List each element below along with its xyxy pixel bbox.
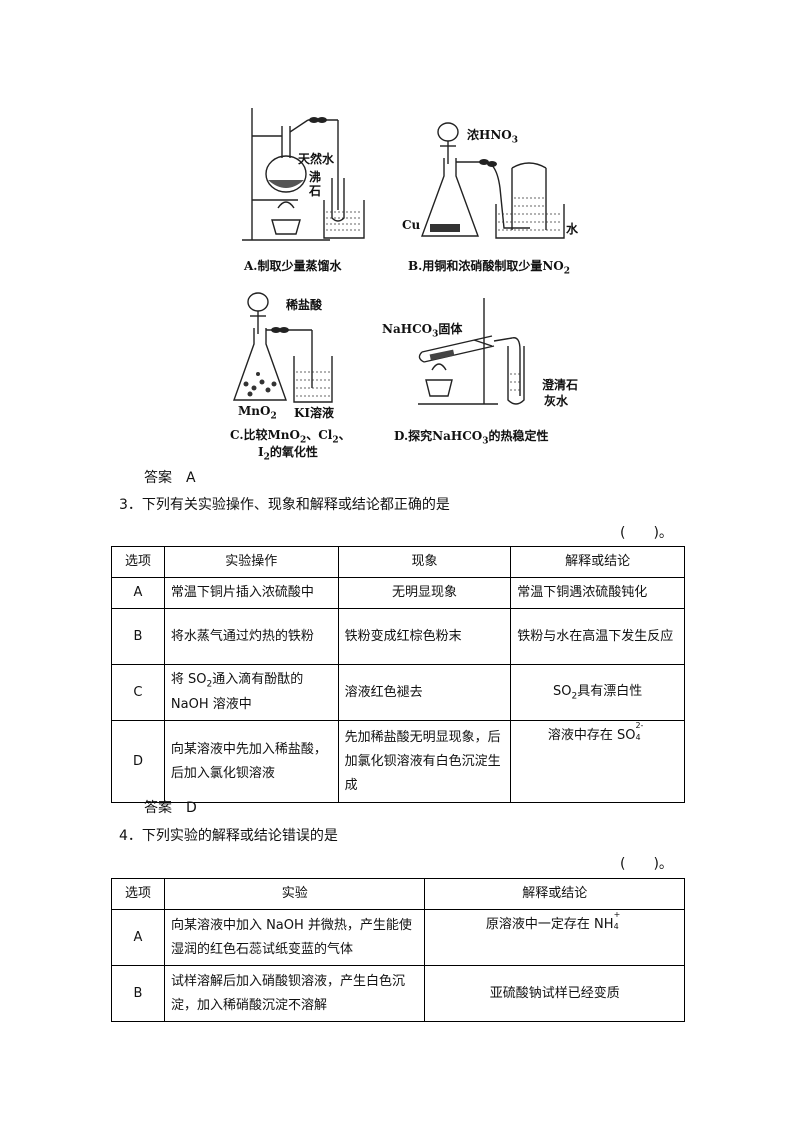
figure-c-label-mno2: MnO2 (238, 404, 277, 422)
figure-b-apparatus (420, 122, 565, 239)
figure-d-apparatus (418, 298, 525, 405)
conclusion-cell: 铁粉与水在高温下发生反应 (510, 608, 685, 666)
figure-b-label-cu: Cu (402, 218, 421, 232)
header-phenomenon: 现象 (337, 545, 512, 579)
option-cell: B (111, 608, 165, 666)
figure-c-caption-line1: C.比较MnO2、Cl2、 (230, 428, 351, 446)
experiment-cell: 向某溶液中加入 NaOH 并微热，产生能使湿润的红色石蕊试纸变蓝的气体 (163, 909, 426, 967)
table-header-row: 选项 实验操作 现象 解释或结论 (111, 545, 685, 579)
operation-cell: 将 SO2通入滴有酚酞的NaOH 溶液中 (163, 664, 339, 722)
figure-b-label-hno3: 浓HNO3 (467, 128, 519, 146)
figure-d-caption: D.探究NaHCO3的热稳定性 (394, 429, 549, 447)
figure-a-caption: A.制取少量蒸馏水 (244, 259, 342, 273)
figure-a-label-boil1: 沸 (309, 170, 322, 184)
answer-q2: 答案 A (144, 470, 196, 486)
question-4-table: 选项 实验 解释或结论 A 向某溶液中加入 NaOH 并微热，产生能使湿润的红色… (111, 877, 685, 1023)
figure-d-label-limewater2: 灰水 (544, 394, 569, 408)
figure-b-label-water: 水 (566, 222, 579, 236)
table-header-row: 选项 实验 解释或结论 (111, 877, 685, 911)
option-cell: D (111, 720, 165, 804)
option-cell: A (111, 909, 165, 967)
phenomenon-cell: 铁粉变成红棕色粉末 (337, 608, 512, 666)
option-cell: A (111, 577, 165, 610)
conclusion-cell: 原溶液中一定存在 NH+4 (424, 909, 685, 967)
question-4-text: 4．下列实验的解释或结论错误的是 (119, 828, 338, 844)
figure-c-label-ki: KI溶液 (294, 406, 335, 420)
option-cell: C (111, 664, 165, 722)
header-conclusion: 解释或结论 (510, 545, 685, 579)
figure-b-caption: B.用铜和浓硝酸制取少量NO2 (408, 259, 571, 277)
figure-c-apparatus (233, 292, 333, 403)
table-row: D 向某溶液中先加入稀盐酸，后加入氯化钡溶液 先加稀盐酸无明显现象，后加氯化钡溶… (111, 720, 685, 804)
phenomenon-cell: 无明显现象 (337, 577, 512, 610)
figure-a-label-water: 天然水 (298, 152, 335, 166)
option-cell: B (111, 965, 165, 1023)
header-operation: 实验操作 (163, 545, 339, 579)
question-3-text: 3．下列有关实验操作、现象和解释或结论都正确的是 (119, 497, 450, 513)
conclusion-cell: SO2具有漂白性 (510, 664, 685, 722)
header-option: 选项 (111, 545, 165, 579)
conclusion-cell: 亚硫酸钠试样已经变质 (424, 965, 685, 1023)
table-row: B 试样溶解后加入硝酸钡溶液，产生白色沉淀，加入稀硝酸沉淀不溶解 亚硫酸钠试样已… (111, 965, 685, 1023)
experiment-cell: 试样溶解后加入硝酸钡溶液，产生白色沉淀，加入稀硝酸沉淀不溶解 (163, 965, 426, 1023)
figure-a-label-boil2: 石 (309, 184, 322, 198)
figure-c-caption-line2: I2的氧化性 (258, 445, 318, 463)
figure-c-label-hcl: 稀盐酸 (286, 298, 323, 312)
header-option: 选项 (111, 877, 165, 911)
conclusion-cell: 常温下铜遇浓硫酸钝化 (510, 577, 685, 610)
table-row: A 向某溶液中加入 NaOH 并微热，产生能使湿润的红色石蕊试纸变蓝的气体 原溶… (111, 909, 685, 967)
figure-a-apparatus (242, 108, 365, 241)
question-3-table: 选项 实验操作 现象 解释或结论 A 常温下铜片插入浓硫酸中 无明显现象 常温下… (111, 545, 685, 804)
header-experiment: 实验 (163, 877, 426, 911)
figure-d-label-limewater1: 澄清石 (542, 378, 579, 392)
operation-cell: 将水蒸气通过灼热的铁粉 (163, 608, 339, 666)
table-row: B 将水蒸气通过灼热的铁粉 铁粉变成红棕色粉末 铁粉与水在高温下发生反应 (111, 608, 685, 666)
operation-cell: 向某溶液中先加入稀盐酸，后加入氯化钡溶液 (163, 720, 339, 804)
question-3-paren: ( )。 (620, 525, 673, 541)
figure-d-label-nahco3: NaHCO3固体 (382, 322, 463, 340)
table-row: A 常温下铜片插入浓硫酸中 无明显现象 常温下铜遇浓硫酸钝化 (111, 577, 685, 610)
operation-cell: 常温下铜片插入浓硫酸中 (163, 577, 339, 610)
answer-q3: 答案 D (144, 800, 197, 816)
question-4-paren: ( )。 (620, 856, 673, 872)
table-row: C 将 SO2通入滴有酚酞的NaOH 溶液中 溶液红色褪去 SO2具有漂白性 (111, 664, 685, 722)
phenomenon-cell: 先加稀盐酸无明显现象，后加氯化钡溶液有白色沉淀生成 (337, 720, 512, 804)
phenomenon-cell: 溶液红色褪去 (337, 664, 512, 722)
header-conclusion: 解释或结论 (424, 877, 685, 911)
